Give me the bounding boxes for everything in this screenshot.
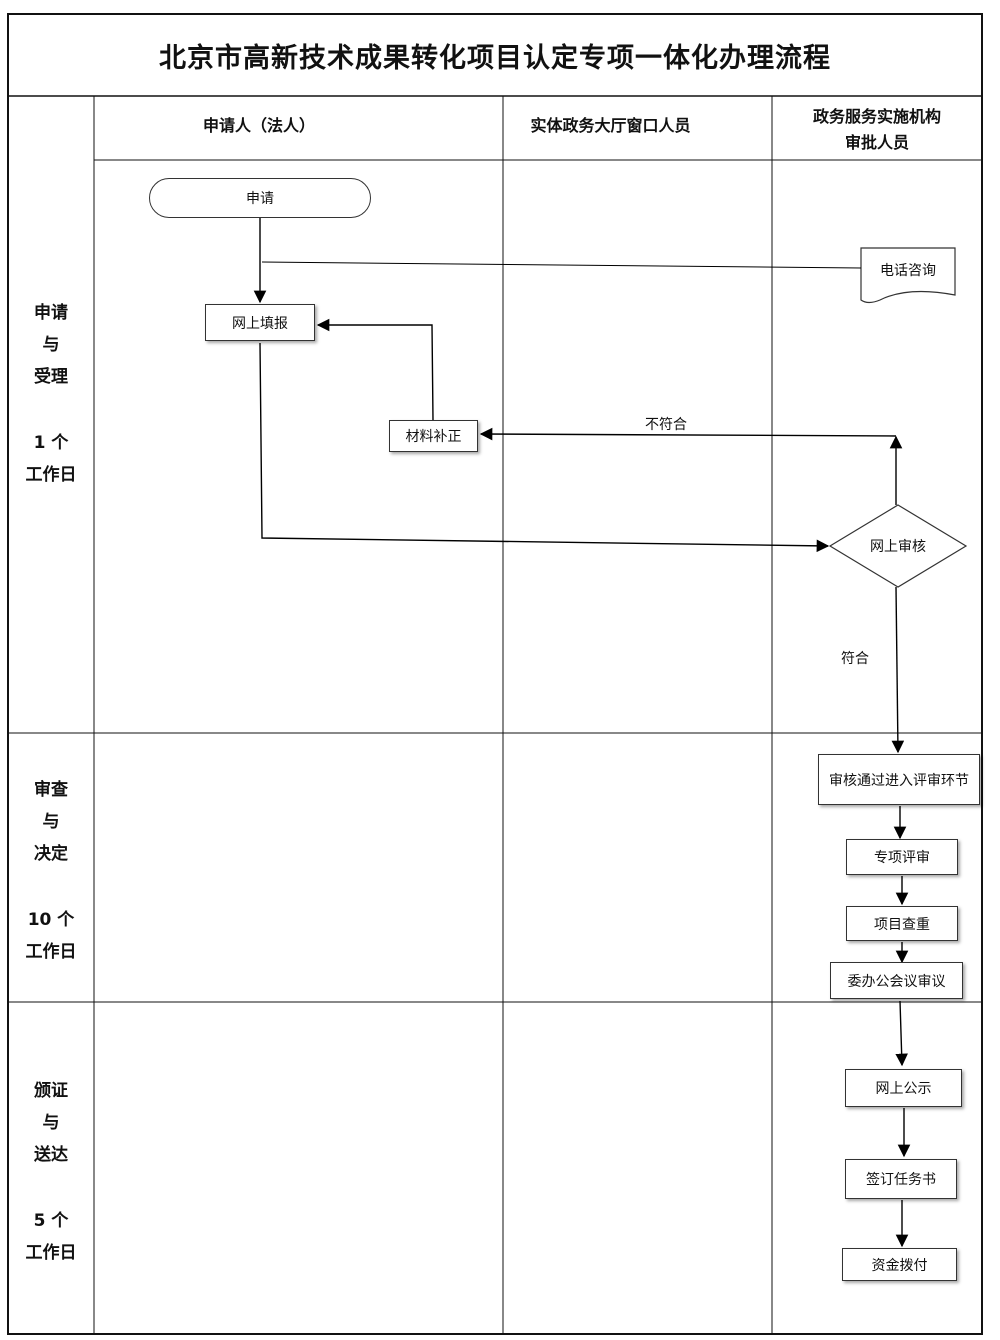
phase-days-line2: 工作日 <box>25 942 77 962</box>
node-material-supplement: 材料补正 <box>389 420 478 452</box>
phase-name-line1: 审查 <box>34 780 68 800</box>
column-header-approval-line1: 政务服务实施机构 <box>812 107 941 126</box>
phase-issue-deliver: 颁证 与 送达 5 个 工作日 <box>8 1075 94 1269</box>
arrow-fill-to-review <box>259 342 830 553</box>
column-header-applicant: 申请人（法人） <box>202 116 315 135</box>
phase-name-line2: 与 <box>42 812 60 832</box>
arrow-committee-to-publicity <box>895 1000 908 1067</box>
node-apply: 申请 <box>149 178 371 218</box>
column-header-window-staff: 实体政务大厅窗口人员 <box>530 116 691 135</box>
phase-name-line1: 颁证 <box>34 1081 68 1101</box>
phase-review-decide: 审查 与 决定 10 个 工作日 <box>8 774 94 968</box>
online-review-diamond <box>828 504 968 588</box>
node-online-review: 网上审核 <box>870 539 926 555</box>
edge-label-not-ok: 不符合 <box>645 417 687 433</box>
node-sign-task-book: 签订任务书 <box>845 1159 957 1199</box>
column-header-approval: 政务服务实施机构 审批人员 <box>772 100 982 160</box>
phase-name-line3: 受理 <box>34 367 68 387</box>
arrow-ok-to-pass <box>891 586 905 754</box>
phase-apply-accept: 申请 与 受理 1 个 工作日 <box>8 297 94 491</box>
arrow-not-ok-to-supplement <box>479 427 897 441</box>
phone-consult-document-shape <box>860 247 956 304</box>
phase-days-line1: 5 个 <box>33 1211 69 1231</box>
node-phone-consult: 电话咨询 <box>880 263 936 279</box>
node-special-review: 专项评审 <box>846 839 958 875</box>
line-to-phone-consult <box>261 261 862 269</box>
node-funding: 资金拨付 <box>842 1248 957 1281</box>
phase-name-line2: 与 <box>42 335 60 355</box>
outer-border <box>7 13 983 1335</box>
column-header-approval-line2: 审批人员 <box>844 133 909 152</box>
node-pass-to-review: 审核通过进入评审环节 <box>818 754 980 805</box>
phase-name-line2: 与 <box>42 1113 60 1133</box>
node-committee-meeting: 委办公会议审议 <box>830 962 963 999</box>
arrow-supplement-to-fill <box>316 318 434 421</box>
node-online-fill: 网上填报 <box>205 304 315 341</box>
node-duplicate-check: 项目查重 <box>846 906 958 941</box>
phase-name-line1: 申请 <box>34 303 68 323</box>
page-title: 北京市高新技术成果转化项目认定专项一体化办理流程 <box>159 42 831 74</box>
phase-days-line2: 工作日 <box>25 1243 77 1263</box>
phase-name-line3: 决定 <box>34 844 68 864</box>
node-online-publicity: 网上公示 <box>845 1069 962 1107</box>
phase-days-line1: 1 个 <box>33 433 69 453</box>
phase-name-line3: 送达 <box>34 1145 68 1165</box>
edge-label-ok: 符合 <box>841 651 869 667</box>
phase-days-line1: 10 个 <box>27 910 75 930</box>
phase-days-line2: 工作日 <box>25 465 77 485</box>
